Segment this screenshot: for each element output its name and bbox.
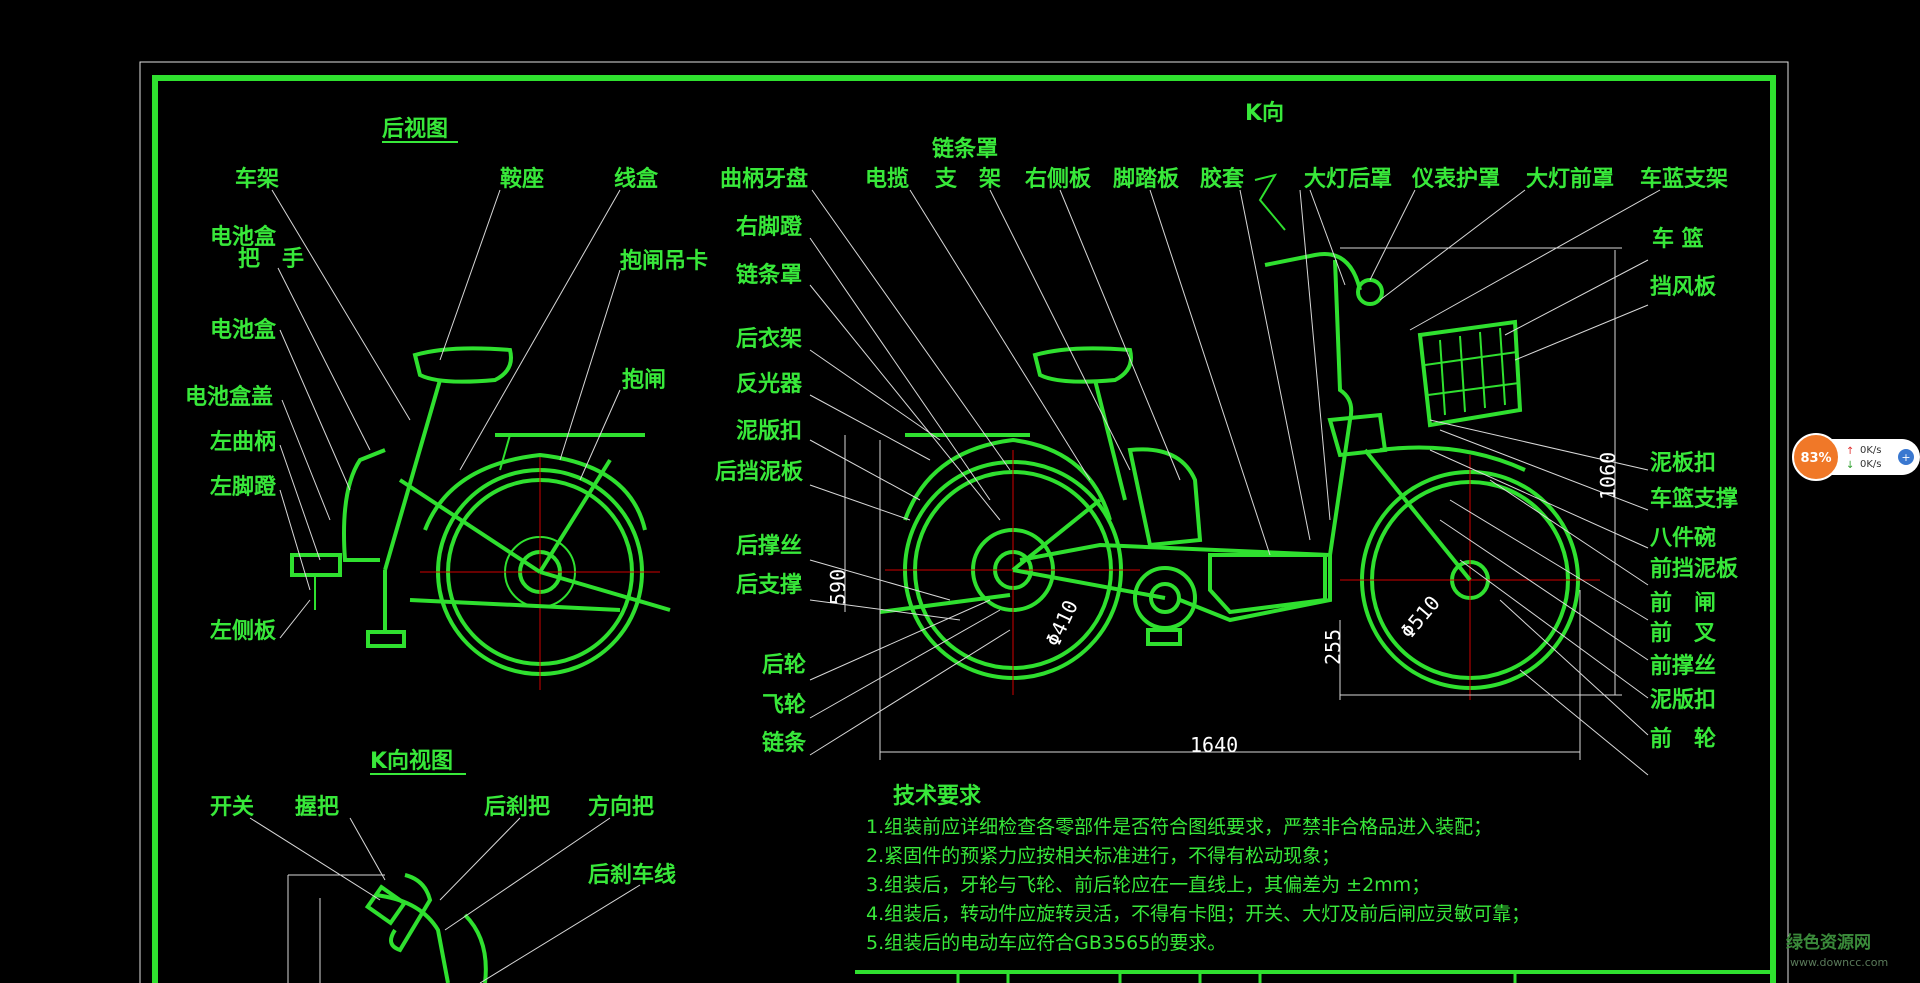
k-direction-title: K向 [1245, 100, 1284, 126]
label-handlebar: 方向把 [588, 794, 654, 820]
label-footboard: 脚踏板 [1113, 167, 1180, 192]
label-fender-clip-rear: 泥版扣 [736, 419, 802, 444]
title-block [855, 970, 1775, 983]
network-speed-widget[interactable]: 83% ↑ ↓ 0K/s 0K/s + [1792, 433, 1920, 481]
requirement-5: 5.组装后的电动车应符合GB3565的要求。 [866, 932, 1226, 954]
k-view-labels: 开关 握把 后刹把 方向把 后刹车线 [210, 794, 676, 888]
rear-view-drawing [290, 346, 671, 690]
label-windshield: 挡风板 [1650, 275, 1717, 300]
label-cable: 电揽 [865, 167, 909, 192]
widget-percent-ball[interactable] [1792, 433, 1840, 481]
label-rear-wheel: 后轮 [762, 652, 806, 678]
label-headlight-rear: 大灯后罩 [1304, 167, 1392, 192]
label-fender-clip-front: 泥板扣 [1650, 451, 1716, 476]
label-front-fender: 前挡泥板 [1650, 556, 1739, 582]
label-rear-spoke: 后撑丝 [736, 533, 802, 559]
label-rear-brake-cable: 后刹车线 [588, 862, 676, 888]
label-headlight-front: 大灯前罩 [1526, 166, 1614, 192]
dimension-height: 1060 [1596, 452, 1620, 500]
requirement-3: 3.组装后，牙轮与飞轮、前后轮应在一直线上，其偏差为 ±2mm； [866, 874, 1430, 896]
label-basket-bracket: 车蓝支架 [1640, 166, 1728, 192]
technical-requirements: 技术要求 1.组装前应详细检查各零部件是否符合图纸要求，严禁非合格品进入装配； … [866, 784, 1530, 954]
widget-percent: 83% [1800, 451, 1831, 466]
label-rear-rack: 后衣架 [736, 326, 802, 352]
label-brake-clip: 抱闸吊卡 [620, 248, 708, 274]
dimension-length: 1640 [1190, 733, 1238, 757]
requirement-1: 1.组装前应详细检查各零部件是否符合图纸要求，严禁非合格品进入装配； [866, 816, 1492, 838]
label-rear-fender: 后挡泥板 [715, 460, 804, 485]
label-front-fork: 前 叉 [1650, 620, 1716, 646]
label-battery-handle-1: 电池盒 [210, 224, 277, 250]
label-basket: 车 篮 [1652, 226, 1704, 252]
k-view-title: K向视图 [370, 748, 453, 774]
label-bowl-set: 八件碗 [1650, 525, 1716, 551]
label-chain-guard-2: 支 架 [935, 166, 1001, 192]
watermark-name: 绿色资源网 [1786, 932, 1871, 953]
label-battery-cover: 电池盒盖 [185, 384, 273, 410]
label-chain-guard-1: 链条罩 [932, 136, 998, 162]
widget-add-icon[interactable] [1898, 449, 1914, 465]
label-saddle: 鞍座 [500, 166, 544, 192]
label-rear-brake-lever: 后刹把 [484, 794, 550, 820]
label-left-panel: 左侧板 [210, 618, 277, 644]
watermark-url: www.downcc.com [1790, 956, 1888, 969]
dimension-front-height: 255 [1321, 629, 1345, 665]
widget-download-speed: 0K/s [1860, 459, 1882, 470]
widget-panel [1814, 439, 1920, 475]
label-front-wheel: 前 轮 [1650, 726, 1716, 752]
widget-add-plus: + [1901, 451, 1910, 464]
label-reflector: 反光器 [736, 372, 803, 397]
label-right-panel: 右侧板 [1025, 167, 1092, 192]
upload-arrow-icon: ↑ [1846, 446, 1854, 457]
tech-requirements-title: 技术要求 [893, 784, 981, 809]
requirement-4: 4.组装后，转动件应旋转灵活，不得有卡阻；开关、大灯及前后闸应灵敏可靠； [866, 903, 1530, 925]
label-frame: 车架 [235, 166, 279, 192]
label-brake: 抱闸 [622, 367, 666, 393]
label-grip: 握把 [295, 794, 339, 820]
label-battery-handle-2: 把 手 [238, 246, 304, 272]
label-rear-stand: 后支撑 [736, 573, 802, 598]
label-left-pedal: 左脚蹬 [210, 474, 277, 500]
watermark: 绿色资源网 www.downcc.com [1782, 930, 1902, 974]
label-front-brake: 前 闸 [1650, 590, 1716, 616]
label-chain-guard: 链条罩 [736, 262, 802, 288]
requirement-2: 2.紧固件的预紧力应按相关标准进行，不得有松动现象； [866, 845, 1340, 867]
label-meter-guard: 仪表护罩 [1411, 167, 1500, 192]
label-front-spoke: 前撑丝 [1650, 653, 1716, 679]
label-chain: 链条 [762, 730, 807, 756]
dimension-front-diameter: Φ510 [1395, 591, 1444, 643]
rear-view-labels: 车架 鞍座 线盒 电池盒 把 手 抱闸吊卡 电池盒 抱闸 电池盒盖 左曲柄 左脚… [185, 166, 708, 644]
outer-sheet-border [139, 61, 1789, 983]
drawing-frame [152, 75, 1776, 983]
label-crank-gear: 曲柄牙盘 [720, 166, 808, 192]
widget-upload-speed: 0K/s [1860, 445, 1882, 456]
leader-lines [249, 189, 1661, 983]
label-wire-box: 线盒 [614, 166, 659, 192]
label-basket-support: 车篮支撑 [1650, 486, 1738, 512]
label-fender-clip-front-2: 泥版扣 [1650, 688, 1716, 713]
side-view-drawing [844, 173, 1622, 760]
label-left-crank: 左曲柄 [210, 429, 276, 455]
dimension-rear-height: 590 [826, 569, 850, 605]
k-view-drawing [287, 873, 488, 983]
side-view-labels: 曲柄牙盘 电揽 链条罩 支 架 右侧板 脚踏板 胶套 大灯后罩 仪表护罩 大灯前… [715, 136, 1739, 756]
rear-view-title: 后视图 [382, 116, 448, 142]
download-arrow-icon: ↓ [1846, 460, 1854, 471]
label-rubber-sleeve: 胶套 [1200, 166, 1244, 192]
label-right-pedal: 右脚蹬 [736, 215, 803, 240]
label-switch: 开关 [210, 795, 254, 820]
label-flywheel: 飞轮 [762, 692, 806, 718]
label-battery-box: 电池盒 [210, 317, 277, 343]
